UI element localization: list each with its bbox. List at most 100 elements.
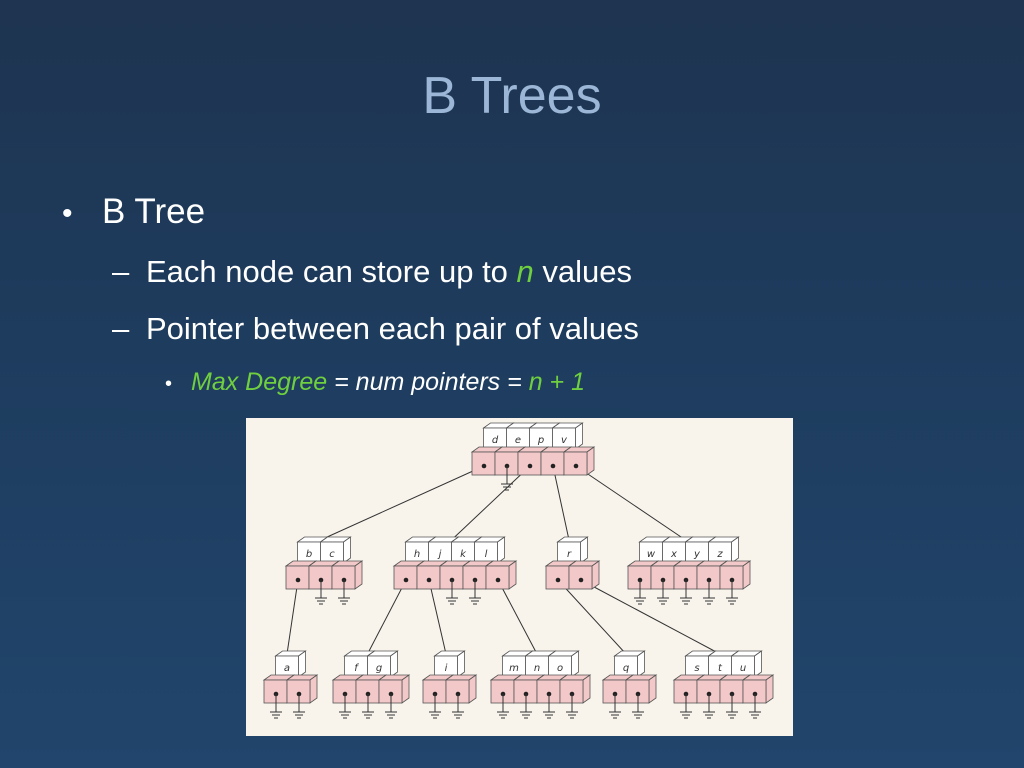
node-mno: m n o <box>489 650 592 719</box>
ground-icon <box>497 694 509 719</box>
ground-icon <box>703 694 715 719</box>
pointer-dot <box>550 463 556 469</box>
node-r: r <box>544 536 601 590</box>
node-key: u <box>740 663 746 674</box>
node-key: i <box>445 663 448 674</box>
ground-icon <box>726 694 738 719</box>
dash-icon: – <box>112 311 130 346</box>
ground-icon <box>703 580 715 605</box>
ground-icon <box>726 580 738 605</box>
bullet-level2-item: –Each node can store up to n values <box>112 254 632 290</box>
ground-icon <box>520 694 532 719</box>
tree-edge <box>428 579 447 655</box>
tree-edge <box>497 579 538 655</box>
node-key: d <box>492 435 499 446</box>
node-key: o <box>557 663 563 674</box>
ground-icon <box>501 466 513 491</box>
tree-edge <box>580 579 721 655</box>
node-key: m <box>509 663 519 674</box>
pointer-dot <box>426 577 432 583</box>
node-key: q <box>623 663 629 674</box>
ground-icon <box>452 694 464 719</box>
node-key: p <box>537 435 544 446</box>
node-key: r <box>567 549 572 560</box>
bullet-text: B Tree <box>102 192 206 231</box>
node-key: j <box>437 549 442 560</box>
ground-icon <box>315 580 327 605</box>
pointer-dot <box>495 577 501 583</box>
ground-icon <box>446 580 458 605</box>
tree-edge <box>575 465 686 541</box>
ground-icon <box>657 580 669 605</box>
node-key: a <box>284 663 290 674</box>
bullet-text: Pointer between each pair of values <box>146 311 639 346</box>
ground-icon <box>270 694 282 719</box>
tree-edges <box>286 465 721 655</box>
bullet-level3: •Max Degree = num pointers = n + 1 <box>165 368 585 397</box>
pointer-dot <box>573 463 579 469</box>
bullet-text-end: values <box>533 254 633 289</box>
node-wxyz: w x y z <box>626 536 752 605</box>
tree-edge <box>557 579 627 655</box>
ground-icon <box>632 694 644 719</box>
node-key: h <box>414 549 420 560</box>
ground-icon <box>469 580 481 605</box>
tree-edge <box>367 579 407 655</box>
ground-icon <box>385 694 397 719</box>
node-i: i <box>421 650 478 719</box>
node-key: c <box>329 549 335 560</box>
node-key: b <box>306 549 312 560</box>
ground-icon <box>680 694 692 719</box>
node-key: e <box>515 435 521 446</box>
node-key: z <box>716 549 723 560</box>
node-key: t <box>718 663 723 674</box>
bullet-level1: • B Tree <box>62 192 205 232</box>
ground-icon <box>566 694 578 719</box>
dash-icon: – <box>112 254 130 289</box>
node-stu: s t u <box>672 650 775 719</box>
node-key: y <box>693 549 701 560</box>
bullet-dot-icon: • <box>62 197 73 230</box>
pointer-dot <box>578 577 584 583</box>
variable-n: n <box>516 254 534 289</box>
ground-icon <box>429 694 441 719</box>
node-a: a <box>262 650 319 719</box>
bullet-dot-icon: • <box>165 373 173 395</box>
ground-icon <box>609 694 621 719</box>
pointer-dot <box>555 577 561 583</box>
node-key: g <box>376 663 382 674</box>
ground-icon <box>543 694 555 719</box>
bullet-text: Each node can store up to <box>146 254 517 289</box>
tree-edge <box>552 465 570 541</box>
slide-title: B Trees <box>422 67 602 125</box>
bullet-list: • B Tree –Each node can store up to n val… <box>62 192 639 397</box>
bullet-level2-item: –Pointer between each pair of values <box>112 311 639 347</box>
node-key: x <box>670 549 677 560</box>
ground-icon <box>338 580 350 605</box>
ground-icon <box>680 580 692 605</box>
ground-icon <box>293 694 305 719</box>
ground-icon <box>749 694 761 719</box>
node-key: l <box>485 549 488 560</box>
node-key: w <box>647 549 656 560</box>
pointer-dot <box>403 577 409 583</box>
ground-icon <box>339 694 351 719</box>
node-key: f <box>354 663 359 674</box>
node-key: s <box>694 663 699 674</box>
tree-edge <box>286 579 299 655</box>
node-key: n <box>534 663 540 674</box>
tree-edge <box>320 465 485 541</box>
max-degree-term: Max Degree <box>191 368 328 396</box>
pointer-dot <box>527 463 533 469</box>
node-q: q <box>601 650 658 719</box>
ground-icon <box>362 694 374 719</box>
formula-middle: = num pointers = <box>327 368 529 396</box>
node-key: v <box>561 435 568 446</box>
ground-icon <box>634 580 646 605</box>
pointer-dot <box>295 577 301 583</box>
pointer-dot <box>481 463 487 469</box>
